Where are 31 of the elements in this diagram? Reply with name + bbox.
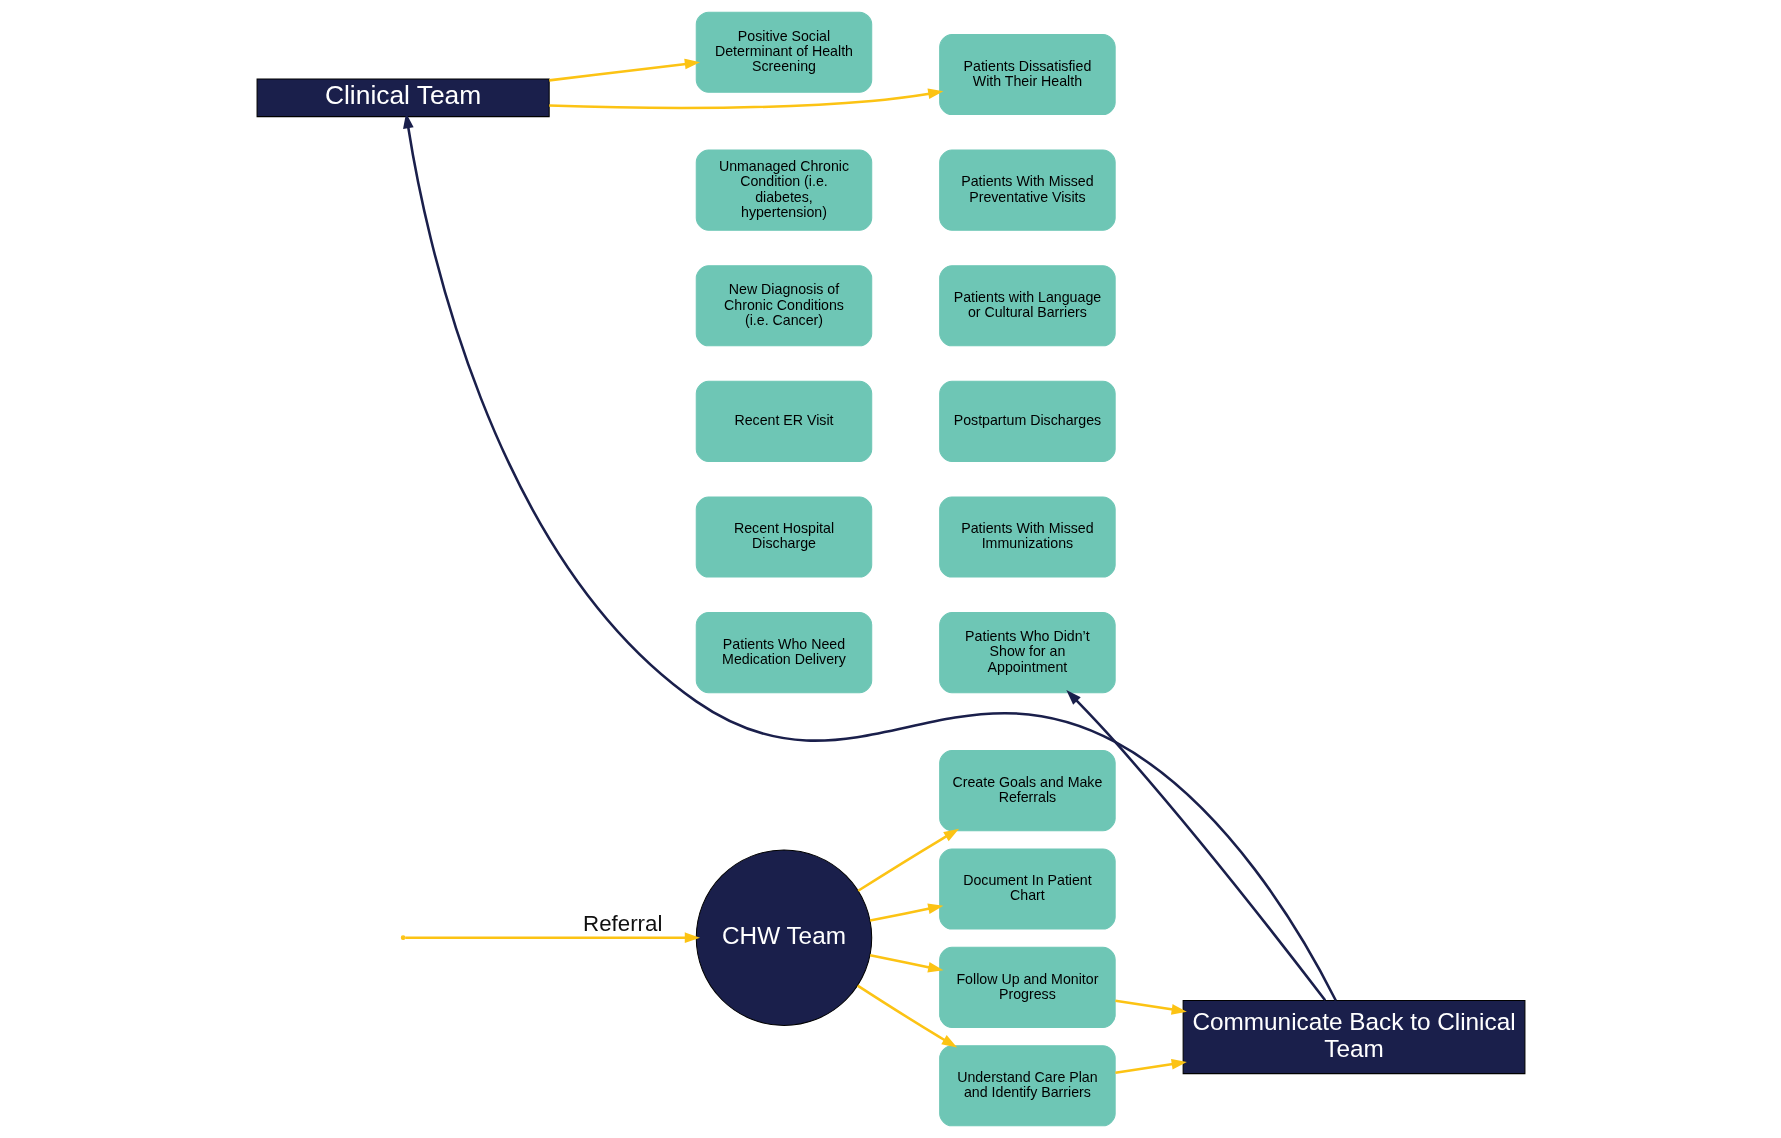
arrow bbox=[402, 113, 1337, 1002]
arrow bbox=[869, 903, 943, 922]
node-box: Patients Who Didn’t Show for an Appointment bbox=[938, 612, 1116, 694]
node-box: Recent ER Visit bbox=[695, 380, 872, 462]
node-box: Follow Up and Monitor Progress bbox=[938, 946, 1116, 1028]
node-box: Patients Who Need Medication Delivery bbox=[695, 612, 872, 694]
edge-label: Referral bbox=[582, 911, 662, 937]
arrow bbox=[548, 88, 943, 110]
arrow bbox=[404, 932, 700, 944]
node-box: Clinical Team bbox=[256, 78, 550, 118]
node-box: Unmanaged Chronic Condition (i.e. diabetes, hypertension) bbox=[695, 149, 872, 231]
arrow bbox=[1114, 1059, 1187, 1074]
arrow bbox=[869, 954, 943, 973]
node-box: New Diagnosis of Chronic Conditions (i.e. Cancer) bbox=[695, 265, 872, 347]
arrow bbox=[1114, 999, 1187, 1015]
arrow bbox=[857, 828, 959, 892]
arrow bbox=[1065, 690, 1326, 1002]
node-box: Recent Hospital Discharge bbox=[695, 496, 872, 578]
node-box: Positive Social Determinant of Health Screening bbox=[695, 11, 872, 93]
arrow bbox=[856, 984, 957, 1048]
arrow bbox=[548, 58, 700, 82]
node-box: Create Goals and Make Referrals bbox=[938, 750, 1116, 832]
node-box: Document In Patient Chart bbox=[938, 848, 1116, 930]
node-box: Patients With Missed Immunizations bbox=[938, 496, 1116, 578]
node-box: Understand Care Plan and Identify Barriers bbox=[938, 1045, 1116, 1127]
node-box: Patients With Missed Preventative Visits bbox=[938, 149, 1116, 231]
node-box: Communicate Back to Clinical Team bbox=[1182, 1000, 1525, 1075]
node-circle: CHW Team bbox=[695, 849, 872, 1026]
node-box: Patients with Language or Cultural Barriers bbox=[938, 265, 1116, 347]
node-box: Postpartum Discharges bbox=[938, 380, 1116, 462]
node-box: Patients Dissatisfied With Their Health bbox=[938, 33, 1116, 116]
